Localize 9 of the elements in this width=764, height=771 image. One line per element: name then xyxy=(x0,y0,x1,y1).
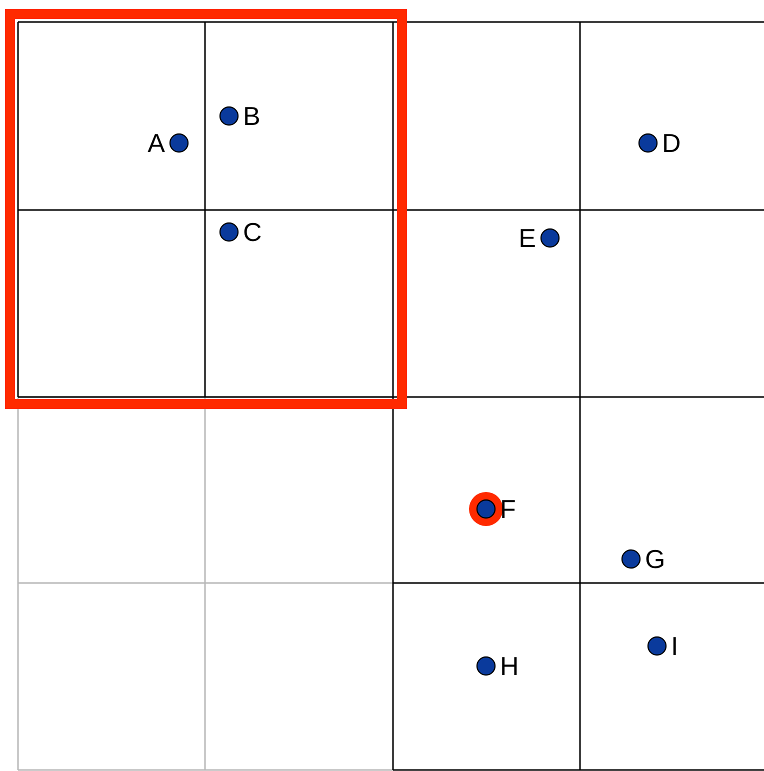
point-label: E xyxy=(518,225,536,251)
point-label: C xyxy=(243,219,262,245)
point-label: B xyxy=(243,103,260,129)
point-label: D xyxy=(662,130,681,156)
point-label: I xyxy=(671,633,678,659)
point-label: H xyxy=(500,653,519,679)
point-label: A xyxy=(148,130,165,156)
point-label: F xyxy=(500,496,516,522)
point-label: G xyxy=(645,546,666,572)
